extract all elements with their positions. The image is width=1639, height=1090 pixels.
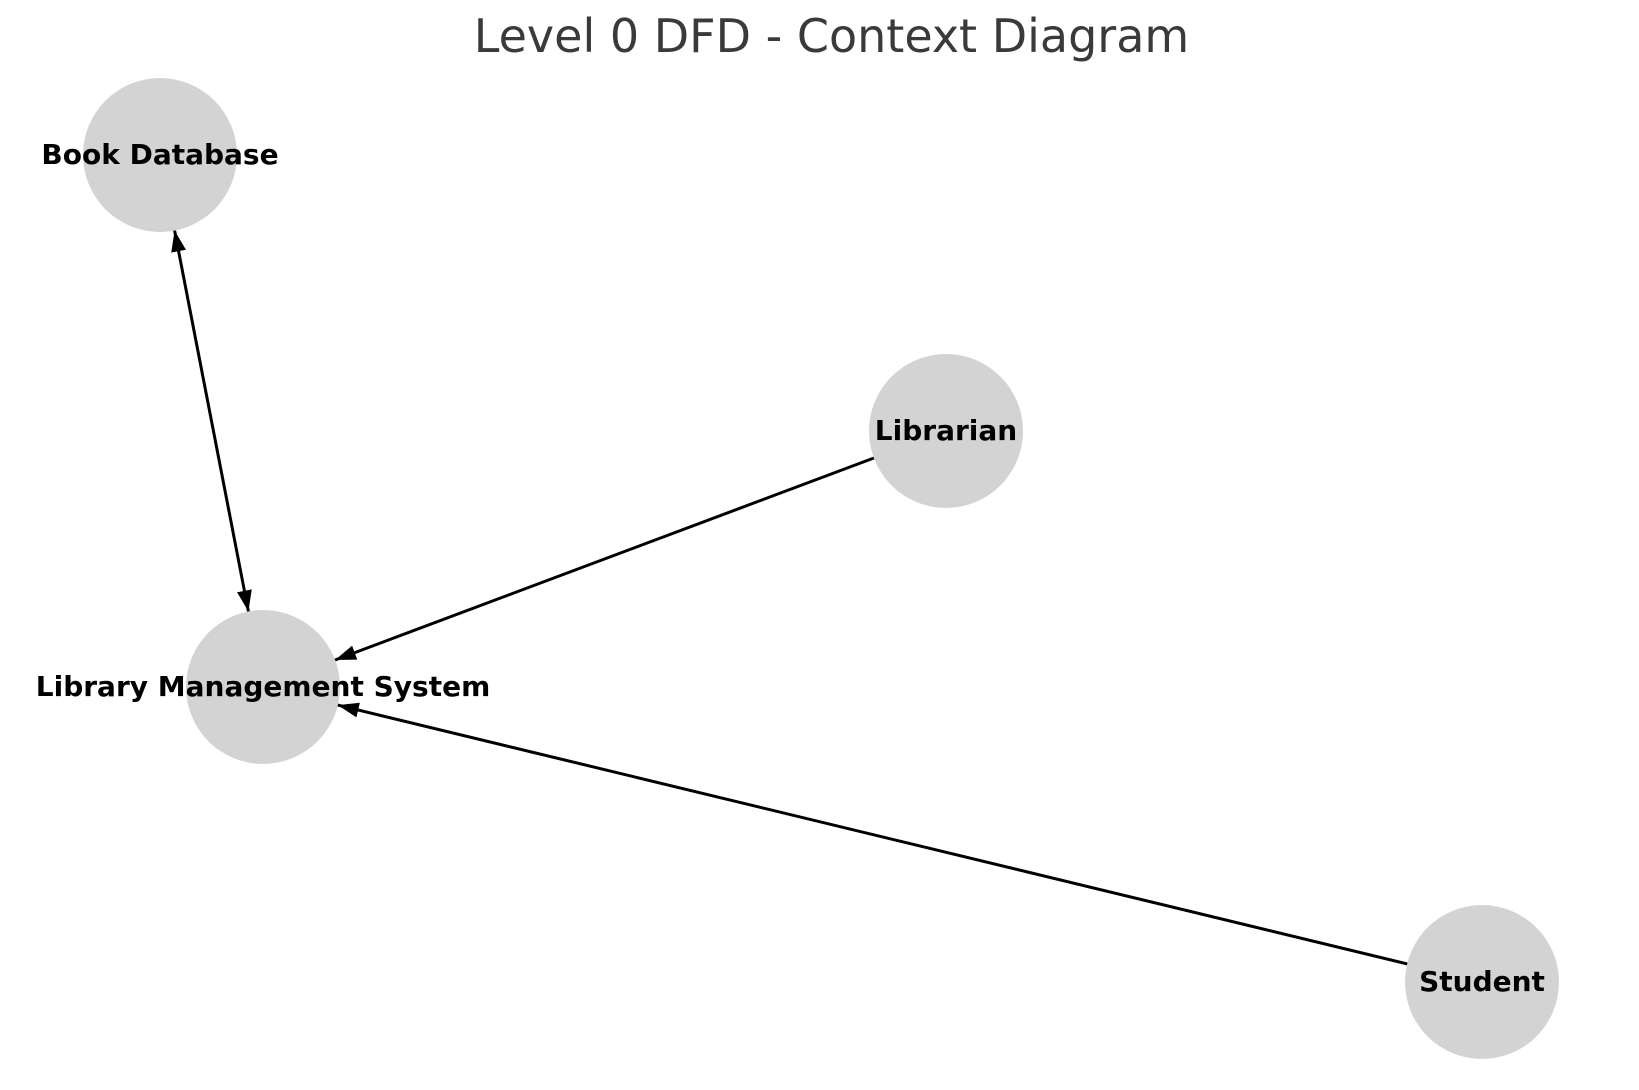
edge-book-database-to-library-management-system xyxy=(171,230,252,612)
node-label-librarian: Librarian xyxy=(874,413,1018,447)
graph-edges xyxy=(171,230,1408,966)
node-librarian xyxy=(869,354,1023,508)
edge-student-to-library-management-system xyxy=(337,702,1408,966)
node-label-book-database: Book Database xyxy=(41,137,279,171)
node-student xyxy=(1405,905,1559,1059)
node-book-database xyxy=(83,78,237,232)
node-label-student: Student xyxy=(1419,964,1545,998)
graph-nodes xyxy=(83,78,1559,1059)
node-library-management-system xyxy=(186,610,340,764)
edge-librarian-to-library-management-system xyxy=(334,456,875,662)
node-label-library-management-system: Library Management System xyxy=(35,669,491,703)
diagram-title: Level 0 DFD - Context Diagram xyxy=(473,9,1190,63)
